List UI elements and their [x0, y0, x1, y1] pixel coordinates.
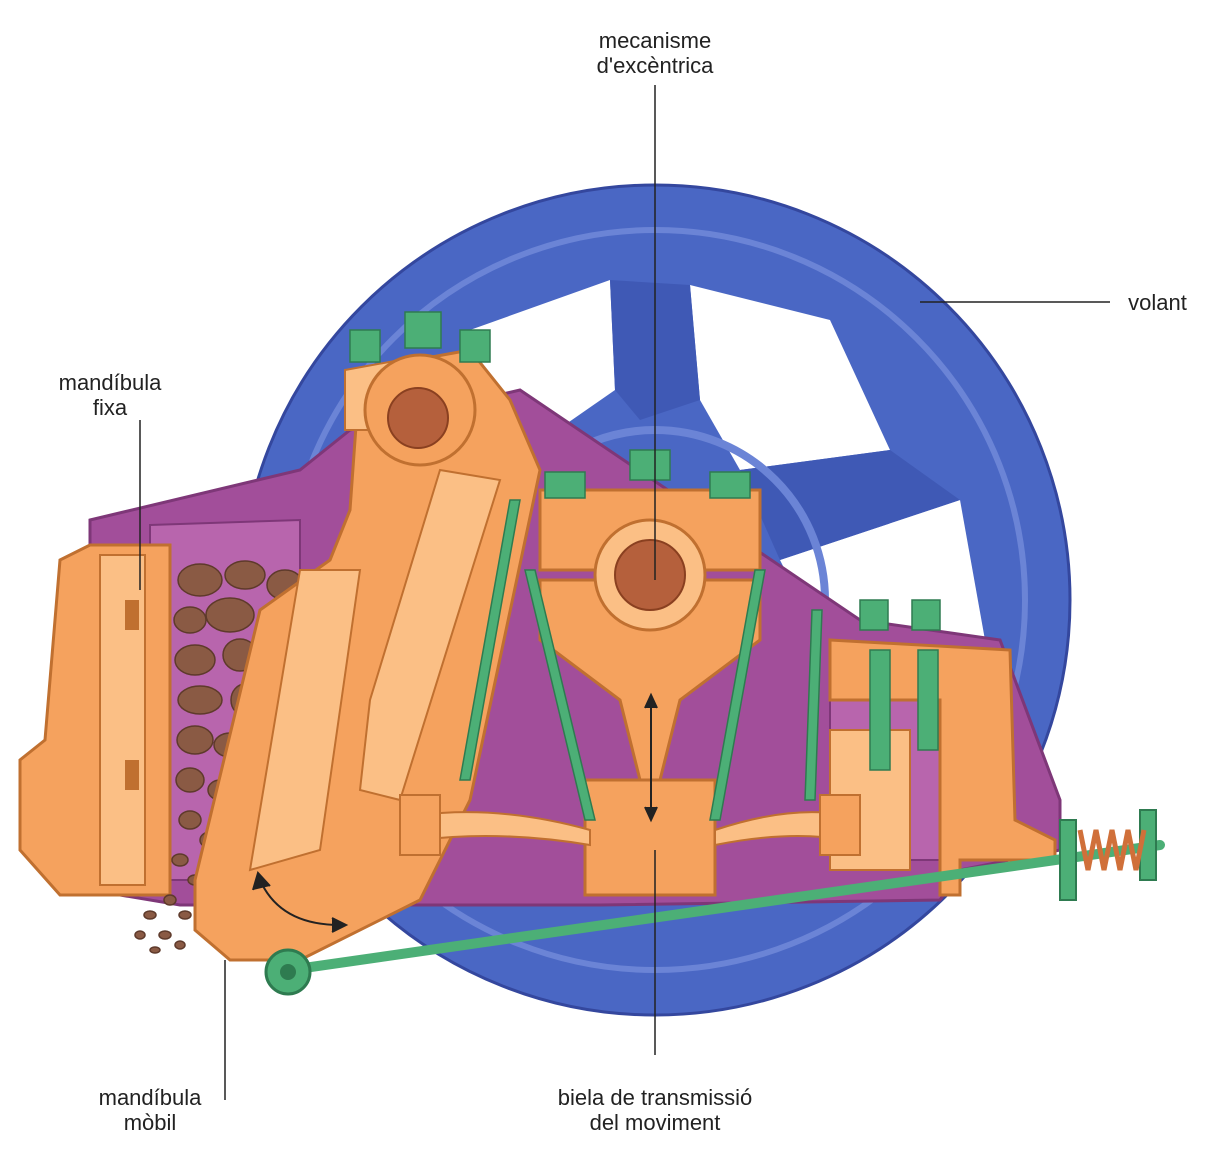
label-fixed-jaw-line2: fixa	[92, 395, 128, 420]
label-movable-jaw-line2: mòbil	[123, 1110, 177, 1135]
tension-rod	[264, 809, 1165, 996]
label-flywheel: volant	[1110, 290, 1205, 315]
label-eccentric-line2: d'excèntrica	[596, 53, 714, 78]
label-movable-jaw: mandíbula mòbil	[70, 1085, 230, 1135]
label-movable-jaw-line1: mandíbula	[98, 1085, 202, 1110]
eccentric-block	[538, 488, 762, 897]
leader-lines	[139, 85, 1110, 1100]
label-flywheel-line1: volant	[1128, 290, 1187, 315]
label-connecting-rod-line1: biela de transmissió	[557, 1085, 753, 1110]
label-fixed-jaw: mandíbula fixa	[30, 370, 190, 420]
label-connecting-rod: biela de transmissió del moviment	[525, 1085, 785, 1135]
label-eccentric-line1: mecanisme	[598, 28, 712, 53]
motion-arrows	[252, 692, 658, 933]
label-eccentric-mechanism: mecanisme d'excèntrica	[555, 28, 755, 78]
label-fixed-jaw-line1: mandíbula	[58, 370, 162, 395]
toggle-plates	[399, 794, 861, 856]
label-connecting-rod-line2: del moviment	[589, 1110, 721, 1135]
bolts	[349, 311, 941, 821]
movable-jaw	[193, 348, 542, 962]
fixed-jaw	[18, 543, 172, 897]
